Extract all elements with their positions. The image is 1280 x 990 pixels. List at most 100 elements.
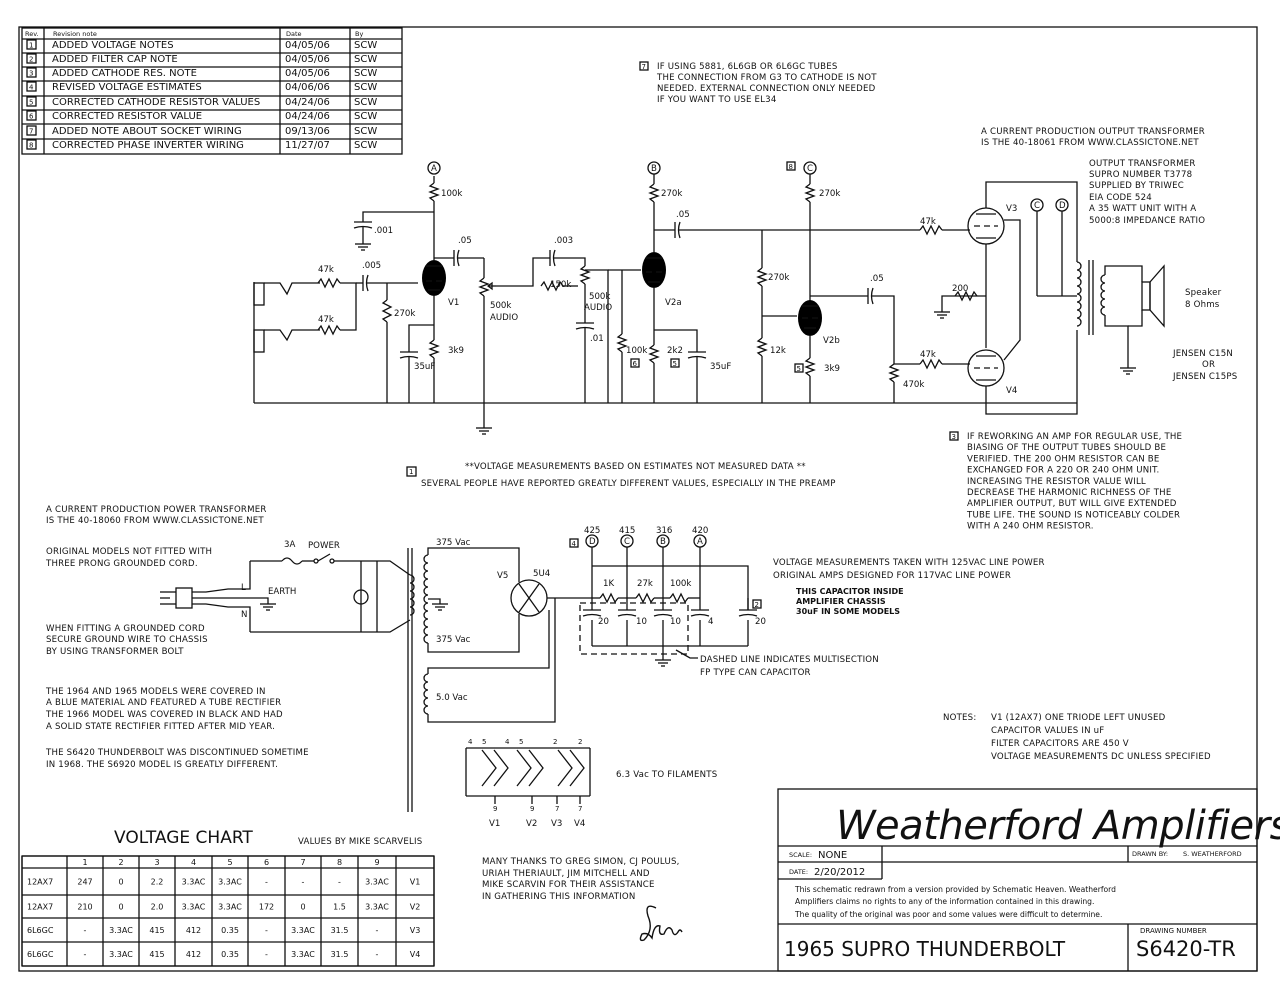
svg-text:100k: 100k xyxy=(670,579,691,589)
svg-text:L: L xyxy=(241,583,246,593)
svg-text:8 Ohms: 8 Ohms xyxy=(1185,300,1220,310)
input-jack-1 xyxy=(253,282,265,306)
svg-text:100k: 100k xyxy=(626,346,647,356)
rev-note: ADDED CATHODE RES. NOTE xyxy=(52,68,197,79)
rev-date: 11/27/07 xyxy=(285,140,330,151)
svg-text:375 Vac: 375 Vac xyxy=(436,635,471,645)
tube-ref: V2 xyxy=(410,903,421,912)
filter-cap-value: 20 xyxy=(598,617,609,627)
svg-text:DATE:: DATE: xyxy=(789,868,808,876)
svg-text:NONE: NONE xyxy=(818,850,847,861)
tube-type: 6L6GC xyxy=(27,926,54,935)
sheet-border xyxy=(18,26,1258,972)
svg-text:V1 (12AX7) ONE TRIODE LEFT UNU: V1 (12AX7) ONE TRIODE LEFT UNUSED xyxy=(991,713,1166,723)
svg-text:47k: 47k xyxy=(920,350,936,360)
rev-date: 04/06/06 xyxy=(285,82,330,93)
pin-voltage: - xyxy=(84,926,87,935)
svg-text:V2a: V2a xyxy=(665,298,682,308)
svg-text:7: 7 xyxy=(578,805,582,813)
tube-type: 6L6GC xyxy=(27,950,54,959)
pin-voltage: 3.3AC xyxy=(109,950,133,959)
rev-number: 1 xyxy=(29,42,33,50)
svg-text:MIKE SCARVIN FOR THEIR ASSISTA: MIKE SCARVIN FOR THEIR ASSISTANCE xyxy=(482,880,655,890)
svg-text:47k: 47k xyxy=(920,217,936,227)
pin-voltage: 3.3AC xyxy=(182,878,206,887)
svg-text:.003: .003 xyxy=(554,236,573,246)
svg-text:5: 5 xyxy=(797,365,801,373)
can-capacitor-outline xyxy=(579,602,689,655)
rev-header-date: Date xyxy=(286,30,302,38)
filament-tube-label: V4 xyxy=(574,819,585,829)
rev-note: ADDED VOLTAGE NOTES xyxy=(52,40,174,51)
svg-text:4: 4 xyxy=(468,738,473,746)
pin-voltage: 2.2 xyxy=(151,878,164,887)
rev-note: ADDED FILTER CAP NOTE xyxy=(52,54,178,65)
filament-tube-label: V2 xyxy=(526,819,537,829)
preamp-schematic: 47k 47k .005 270k V1 A 100k .001 xyxy=(253,161,1237,435)
note3-line: AMPLIFIER OUTPUT, BUT WILL GIVE EXTENDED xyxy=(967,499,1177,509)
svg-text:THIS CAPACITOR INSIDE: THIS CAPACITOR INSIDE xyxy=(796,587,904,596)
plug-icon xyxy=(175,587,193,609)
svg-text:.05: .05 xyxy=(676,210,690,220)
rev-by: SCW xyxy=(354,111,377,122)
svg-text:470k: 470k xyxy=(903,380,924,390)
general-notes: NOTES: V1 (12AX7) ONE TRIODE LEFT UNUSED… xyxy=(943,713,1211,762)
rev-date: 04/24/06 xyxy=(285,97,330,108)
rev-by: SCW xyxy=(354,40,377,51)
svg-text:100k: 100k xyxy=(441,189,462,199)
svg-text:THE CONNECTION FROM G3 TO CATH: THE CONNECTION FROM G3 TO CATHODE IS NOT xyxy=(656,73,877,83)
svg-text:THREE PRONG GROUNDED CORD.: THREE PRONG GROUNDED CORD. xyxy=(45,559,198,569)
svg-text:5000:8 IMPEDANCE RATIO: 5000:8 IMPEDANCE RATIO xyxy=(1089,216,1205,226)
svg-text:.001: .001 xyxy=(374,226,393,236)
rev-header-by: By xyxy=(355,30,363,38)
svg-text:47k: 47k xyxy=(318,315,334,325)
svg-text:D: D xyxy=(589,537,596,547)
svg-text:A: A xyxy=(431,164,437,174)
tube-v1 xyxy=(422,260,446,296)
svg-text:5: 5 xyxy=(519,738,523,746)
svg-text:425: 425 xyxy=(584,526,600,536)
svg-text:OR: OR xyxy=(1202,360,1215,370)
svg-text:CAPACITOR VALUES IN uF: CAPACITOR VALUES IN uF xyxy=(991,726,1104,736)
pin-header: 8 xyxy=(337,858,342,867)
svg-text:8: 8 xyxy=(789,163,793,171)
rev-number-box xyxy=(26,96,37,107)
svg-text:OUTPUT TRANSFORMER: OUTPUT TRANSFORMER xyxy=(1089,159,1196,169)
svg-text:The quality of the original wa: The quality of the original was poor and… xyxy=(794,910,1102,919)
svg-text:V2b: V2b xyxy=(823,336,840,346)
svg-text:Speaker: Speaker xyxy=(1185,288,1222,298)
svg-text:IN GATHERING THIS INFORMATION: IN GATHERING THIS INFORMATION xyxy=(482,892,636,902)
svg-text:270k: 270k xyxy=(394,309,415,319)
svg-text:5: 5 xyxy=(482,738,486,746)
svg-text:VOLTAGE MEASUREMENTS TAKEN WIT: VOLTAGE MEASUREMENTS TAKEN WITH 125VAC L… xyxy=(773,558,1045,568)
svg-text:3k9: 3k9 xyxy=(448,346,464,356)
rev-number-box xyxy=(26,39,37,50)
svg-text:.05: .05 xyxy=(458,236,472,246)
svg-text:DRAWN BY:: DRAWN BY: xyxy=(1132,850,1168,858)
left-notes: A CURRENT PRODUCTION POWER TRANSFORMER I… xyxy=(45,505,309,770)
svg-text:A 35 WATT UNIT WITH A: A 35 WATT UNIT WITH A xyxy=(1089,204,1196,214)
svg-text:URIAH THERIAULT, JIM MITCHELL: URIAH THERIAULT, JIM MITCHELL AND xyxy=(482,869,650,879)
svg-text:9: 9 xyxy=(530,805,534,813)
title-block: Weatherford Amplifiers SCALE: NONE DATE:… xyxy=(777,788,1280,972)
pin-voltage: 415 xyxy=(149,950,164,959)
pin-voltage: 0 xyxy=(300,903,305,912)
pin-voltage: - xyxy=(376,926,379,935)
svg-text:6.3 Vac TO FILAMENTS: 6.3 Vac TO FILAMENTS xyxy=(616,770,717,780)
svg-text:B: B xyxy=(660,537,666,547)
pin-header: 2 xyxy=(118,858,123,867)
svg-text:WHEN FITTING A GROUNDED CORD: WHEN FITTING A GROUNDED CORD xyxy=(46,624,205,634)
rev-date: 04/05/06 xyxy=(285,40,330,51)
svg-text:2k2: 2k2 xyxy=(667,346,683,356)
resistor-47k-in1 xyxy=(317,277,341,289)
svg-text:3: 3 xyxy=(952,433,956,441)
svg-text:DASHED LINE INDICATES MULTISEC: DASHED LINE INDICATES MULTISECTION xyxy=(700,655,879,665)
pin-voltage: - xyxy=(376,950,379,959)
svg-text:EARTH: EARTH xyxy=(268,587,296,597)
svg-text:7: 7 xyxy=(555,805,559,813)
pin-voltage: 31.5 xyxy=(331,950,349,959)
svg-text:SECURE GROUND WIRE TO CHASSIS: SECURE GROUND WIRE TO CHASSIS xyxy=(46,635,208,645)
svg-text:2/20/2012: 2/20/2012 xyxy=(814,867,865,878)
svg-text:35uF: 35uF xyxy=(414,362,435,372)
svg-text:6: 6 xyxy=(633,360,638,368)
